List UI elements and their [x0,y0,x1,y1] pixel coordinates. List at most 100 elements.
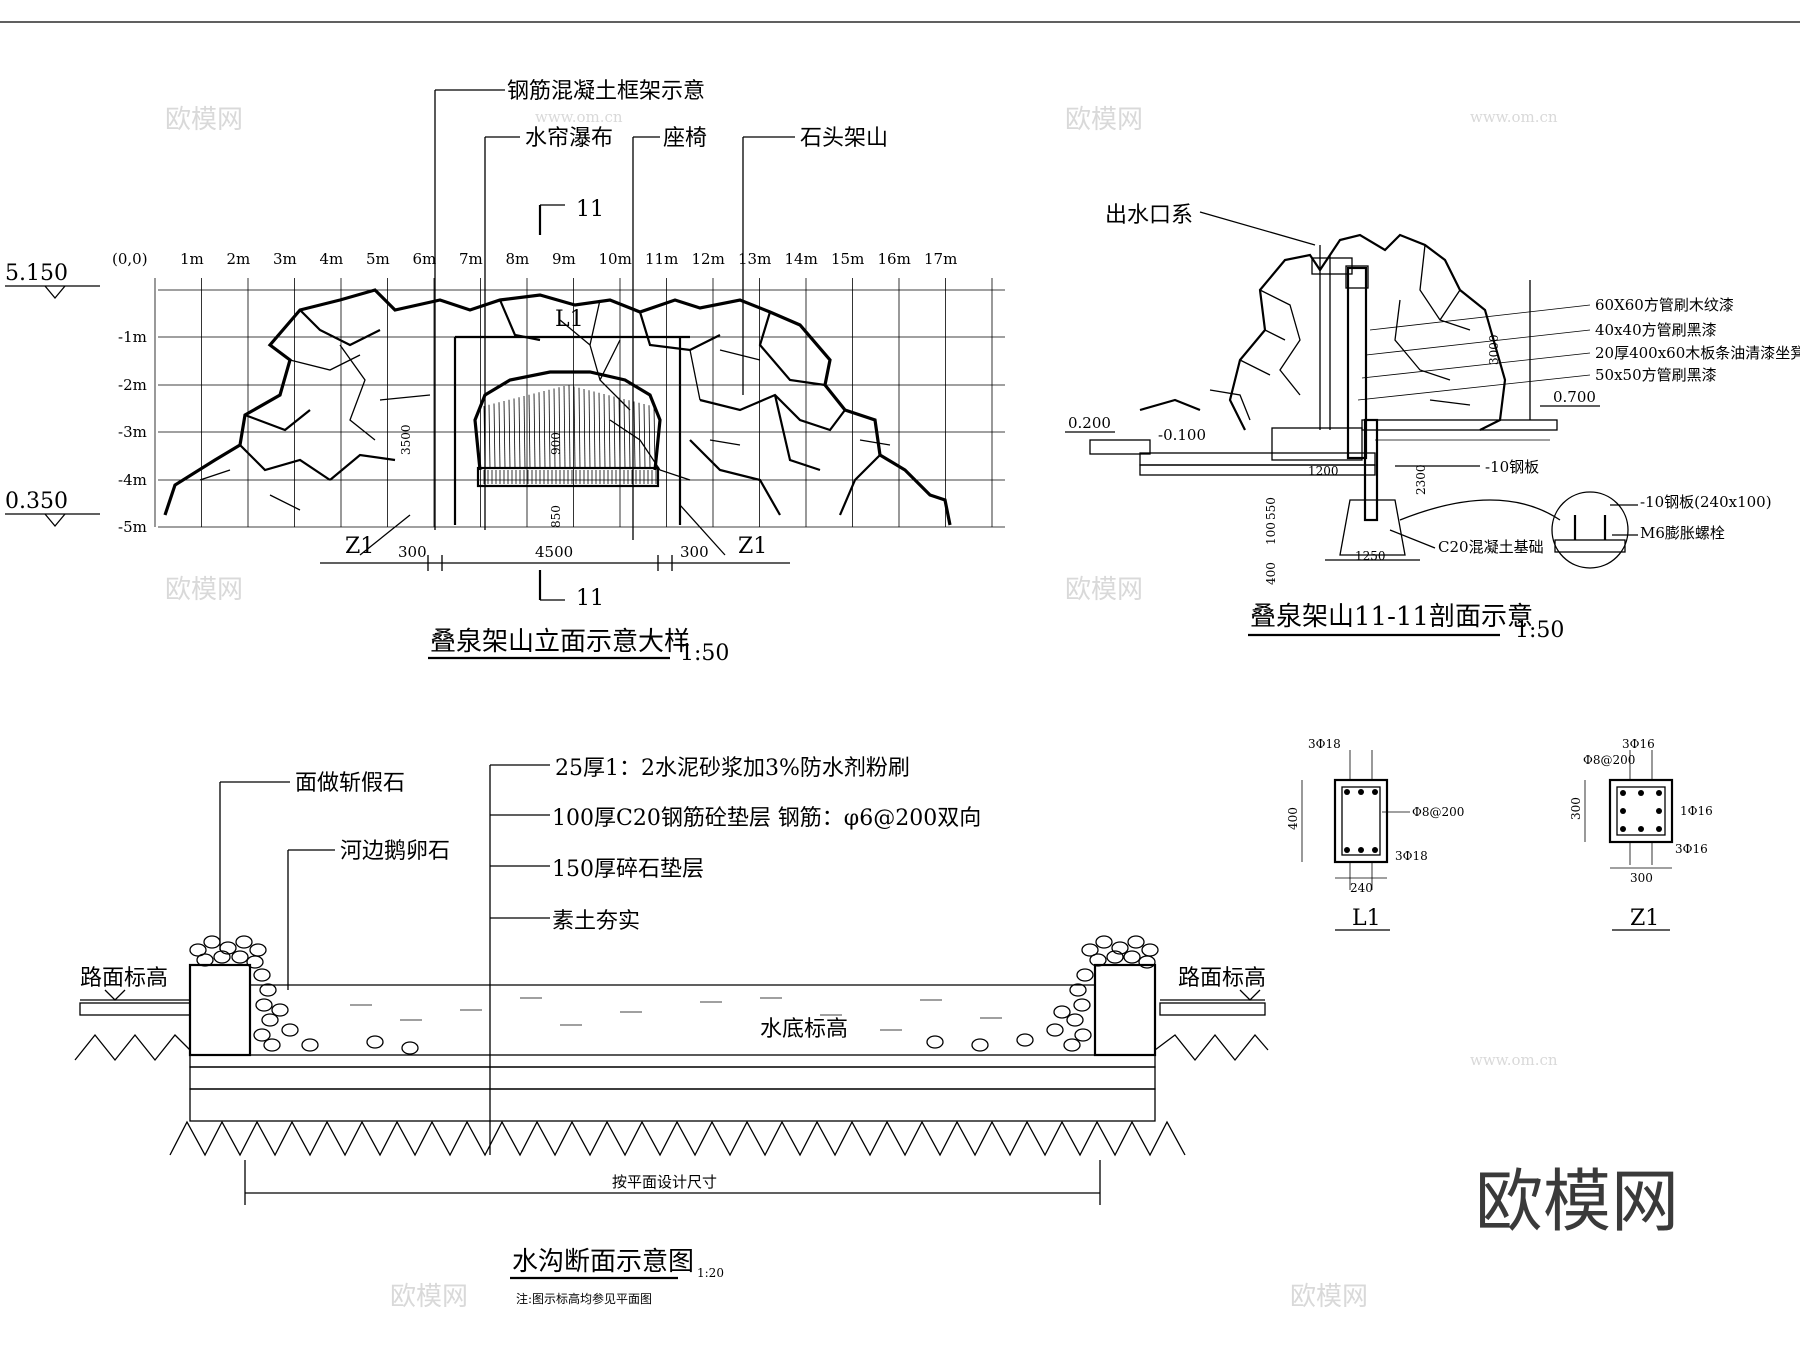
waterfall-stroke [598,392,601,469]
waterfall-stroke [503,400,506,469]
section-left-rock [1139,398,1201,412]
pebble [1081,943,1099,957]
waterfall-stroke [513,398,516,469]
bolt-label: M6膨胀螺栓 [1640,524,1725,542]
pebbles [189,935,1159,1055]
waterfall-stroke [488,404,491,469]
pebble [1073,998,1091,1012]
detail-leader-curve [1399,499,1561,521]
column-stirrup-label: Φ8@200 [1583,753,1635,767]
section-dim-d: 100 [1264,522,1278,545]
pebble [1095,935,1113,949]
beam-bottom-rebar: 3Φ18 [1395,849,1428,863]
waterfall-stroke [583,388,586,469]
pebble [1141,943,1159,957]
waterfall-stroke [538,392,541,469]
section-note: 60X60方管刷木纹漆 [1595,296,1734,314]
pebble [259,983,277,997]
section-dim-height-text: 3000 [1487,334,1501,365]
x-tick-label: 8m [506,250,530,268]
x-tick-label: 15m [831,250,864,268]
section-ground-right [1361,419,1558,431]
pebble [249,943,267,957]
watermark-url: www.om.cn [535,108,623,126]
waterfall-stroke [553,388,556,469]
pebble [281,1023,299,1037]
waterfall-stroke [628,400,631,469]
steel-detail-circle [1551,491,1629,569]
section-wall [1363,418,1379,522]
y-tick-label: -3m [118,423,147,441]
beam-detail: 3Φ18 Φ8@200 3Φ18 400 240 L1 [1286,737,1464,931]
waterfall-stroke [613,396,616,469]
label-bench: 座椅 [663,126,707,151]
column-name: Z1 [1630,906,1659,931]
rockery-outline [163,288,952,526]
waterfall-stroke [498,402,501,469]
pebble [1111,941,1129,955]
elevation-level-top: 5.150 [5,261,68,286]
waterfall-stroke [508,399,511,469]
pebble [271,1003,289,1017]
pebble [235,935,253,949]
column-stirrup [1616,786,1666,836]
waterfall-stroke [593,391,596,469]
watermark-url: www.om.cn [1470,1051,1558,1069]
section-scale: 1:50 [1515,618,1564,643]
bench [476,466,660,488]
waterfall-stroke [618,397,621,469]
x-tick-label: 3m [273,250,297,268]
ditch-note: 注:图示标高均参见平面图 [516,1291,652,1306]
watermark-brand: 欧模网 [390,1282,468,1312]
pebble [189,943,207,957]
section-rock-outline [1228,233,1507,431]
ditch-wall-left [188,963,252,1057]
pebble [231,950,249,964]
section-note: 50x50方管刷黑漆 [1595,366,1717,384]
column-top-rebar: 3Φ16 [1622,737,1655,751]
x-tick-label: 17m [924,250,957,268]
section-steel-label: -10钢板 [1485,458,1539,476]
x-tick-label: 7m [459,250,483,268]
watermark-brand: 欧模网 [1065,575,1143,605]
waterfall-stroke [563,385,566,469]
section-dim-b: 1200 [1308,464,1339,478]
beam-width: 240 [1350,881,1373,895]
column-side-rebar: 1Φ16 [1680,804,1713,818]
pebble [1076,968,1094,982]
waterfall-stroke [533,393,536,469]
dim-right: 300 [680,543,709,561]
dim-left: 300 [398,543,427,561]
section-level-right: 0.700 [1553,388,1596,406]
label-curtain: 水帘瀑布 [525,126,613,151]
pebble [1074,1028,1092,1042]
waterfall-stroke [573,386,576,469]
bench-slats [483,470,657,484]
x-tick-label: 13m [738,250,771,268]
pebble [253,968,271,982]
elevation-y-ticks: -1m-2m-3m-4m-5m [118,328,147,536]
section-column [1346,266,1368,460]
section-ground-left [1089,439,1151,455]
ditch-layer1: 25厚1：2水泥砂浆加3%防水剂粉刷 [555,756,910,781]
elevation-title: 叠泉架山立面示意大样 [430,627,690,657]
pebble [1123,950,1141,964]
water-dashes [350,997,1002,1031]
outlet-box [1311,257,1353,275]
y-tick-label: -2m [118,376,147,394]
dim-inner: 900 [549,432,563,455]
rockery-inner-lines [239,299,881,516]
section-dim-width: 1250 [1355,549,1386,563]
x-tick-label: 16m [878,250,911,268]
watermark-brand: 欧模网 [165,105,243,135]
waterfall-stroke [603,393,606,469]
section-level-water: -0.100 [1158,426,1206,444]
beam-stirrup-label: Φ8@200 [1412,805,1464,819]
elevation-origin: (0,0) [112,250,148,268]
section-level-left: 0.200 [1068,414,1111,432]
x-tick-label: 10m [599,250,632,268]
x-tick-label: 9m [552,250,576,268]
section-dim-c: 550 [1264,497,1278,520]
